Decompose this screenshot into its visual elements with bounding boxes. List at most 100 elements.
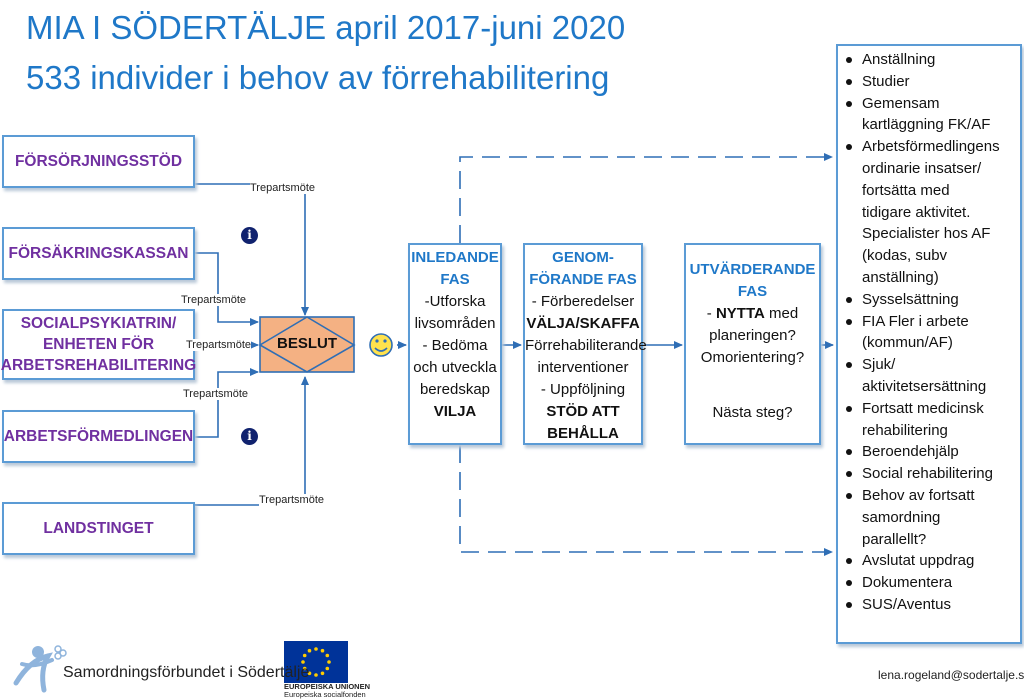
phase-heading: INLEDANDE — [411, 249, 499, 266]
eu-caption: EUROPEISKA UNIONEN Europeiska socialfond… — [284, 683, 370, 699]
phase-keyword: BEHÅLLA — [547, 425, 619, 442]
outcome-text: SUS/Aventus — [862, 595, 951, 613]
smiley-face-icon — [369, 333, 393, 357]
outcome-text: (kommun/AF) — [862, 334, 953, 352]
phase-text-dash: - — [706, 305, 716, 322]
eu-star — [325, 653, 330, 658]
phase-text: Omorientering? — [700, 349, 805, 366]
outcome-item: Avslutat uppdrag — [846, 550, 1020, 572]
outcome-text: Sysselsättning — [862, 290, 959, 308]
connector-forsakringskassan — [195, 252, 259, 326]
outcome-text: Anställning — [862, 51, 936, 68]
phase-text: - Bedöma — [422, 337, 488, 354]
source-label: ENHETEN FÖR — [42, 336, 155, 353]
meeting-label: Trepartsmöte — [183, 388, 249, 400]
phase-text: beredskap — [419, 381, 491, 398]
eu-star — [314, 673, 318, 677]
outcome-text: fortsätta med — [862, 181, 950, 199]
phase-keyword: VILJA — [433, 403, 477, 420]
outcome-text: (kodas, subv — [862, 247, 948, 265]
source-label: SOCIALPSYKIATRIN/ — [20, 315, 177, 332]
eu-star — [302, 666, 307, 671]
source-label: FÖRSÖRJNINGSSTÖD — [14, 153, 183, 170]
meeting-label: Trepartsmöte — [250, 182, 316, 194]
decision-diamond — [258, 316, 356, 373]
phase-heading: UTVÄRDERANDE — [689, 261, 816, 278]
page-title-line2: 533 individer i behov av förrehabiliteri… — [26, 59, 610, 96]
outcome-item: Anställning — [846, 49, 1020, 71]
phase-text: livsområden — [414, 315, 496, 332]
outcome-text: tidigare aktivitet. — [862, 203, 971, 221]
outcome-text: Avslutat uppdrag — [862, 552, 975, 570]
phase-keyword: NYTTA — [715, 305, 765, 322]
phase-text: Nästa steg? — [712, 404, 793, 421]
phase-keyword: VÄLJA/SKAFFA — [526, 315, 640, 332]
dashed-route-top — [459, 153, 833, 243]
phase-text: - Uppföljning — [540, 381, 626, 398]
source-arbetsformedlingen: ARBETSFÖRMEDLINGEN — [2, 410, 195, 463]
source-forsakringskassan: FÖRSÄKRINGSKASSAN — [2, 227, 195, 280]
outcome-text: Studier — [862, 72, 910, 90]
eu-star — [314, 647, 318, 651]
outcome-text: Fortsatt medicinsk — [862, 399, 984, 417]
outcome-text: parallellt? — [862, 530, 927, 548]
eu-star — [301, 660, 305, 664]
decision-label: BESLUT — [277, 335, 337, 352]
outcome-item: Sysselsättning — [846, 289, 1020, 311]
contact-email: lena.rogeland@sodertalje.se — [878, 668, 1024, 682]
outcome-text: Dokumentera — [862, 574, 953, 592]
phase-text-after: med — [764, 305, 799, 322]
outcome-item: Dokumentera — [846, 572, 1020, 594]
outcome-text: rehabilitering — [862, 421, 948, 439]
eu-star — [307, 671, 312, 676]
info-icon[interactable]: i — [241, 428, 258, 445]
eu-star — [307, 648, 312, 653]
outcome-text: Behov av fortsatt — [862, 486, 975, 504]
outcome-text: Specialister hos AF — [862, 225, 991, 243]
phase-heading: FAS — [737, 283, 768, 300]
source-forsorjningsstod: FÖRSÖRJNINGSSTÖD — [2, 135, 195, 188]
outcome-text: Social rehabilitering — [862, 465, 993, 483]
phase-keyword: STÖD ATT — [546, 403, 620, 420]
eu-caption-line2: Europeiska socialfonden — [284, 690, 366, 699]
meeting-label: Trepartsmöte — [186, 339, 252, 351]
phase-heading: FÖRANDE FAS — [529, 271, 637, 288]
source-label: LANDSTINGET — [43, 520, 154, 537]
phase-text: Förrehabiliterande — [525, 337, 647, 354]
phase-text: - Förberedelser — [531, 293, 635, 310]
phase-genomforande: GENOM- FÖRANDE FAS - Förberedelser VÄLJA… — [523, 243, 647, 445]
info-icon[interactable]: i — [241, 227, 258, 244]
phase-utvarderande: UTVÄRDERANDE FAS - NYTTA med planeringen… — [684, 243, 821, 445]
phase-text: planeringen? — [709, 327, 796, 344]
source-label: ARBETSREHABILITERING — [0, 357, 197, 374]
phase-text: -Utforska — [424, 293, 486, 310]
outcome-text: Gemensam — [862, 94, 940, 112]
outcome-item: Behov av fortsatt samordning parallellt? — [846, 485, 1020, 550]
outcome-text: kartläggning FK/AF — [862, 116, 991, 134]
samordningsforbundet-logo-icon — [13, 645, 67, 693]
eu-star — [327, 660, 331, 664]
outcome-text: Sjuk/ — [862, 356, 896, 374]
phase-text: - NYTTA med — [686, 303, 819, 325]
page-title-line1: MIA I SÖDERTÄLJE april 2017-juni 2020 — [26, 9, 626, 46]
outcome-text: aktivitetsersättning — [862, 377, 987, 395]
eu-star — [325, 666, 330, 671]
source-label: FÖRSÄKRINGSKASSAN — [8, 245, 189, 262]
outcome-text: anställning) — [862, 268, 939, 286]
outcome-item: FIA Fler i arbete(kommun/AF) — [846, 311, 1020, 355]
outcome-item: Sjuk/aktivitetsersättning — [846, 354, 1020, 398]
outcome-item: Studier — [846, 71, 1020, 93]
eu-star — [320, 648, 325, 653]
phase-text: interventioner — [537, 359, 629, 376]
connector-arbetsformedlingen — [195, 368, 259, 438]
outcome-item: Social rehabilitering — [846, 463, 1020, 485]
org-name: Samordningsförbundet i Södertälje — [63, 664, 310, 681]
eu-caption-line1: EUROPEISKA UNIONEN — [284, 682, 370, 691]
source-landstinget: LANDSTINGET — [2, 502, 195, 555]
outcome-item: Gemensam kartläggning FK/AF — [846, 93, 1020, 137]
outcome-text: samordning — [862, 508, 941, 526]
phase-heading: FAS — [440, 271, 470, 288]
meeting-label: Trepartsmöte — [181, 294, 247, 306]
